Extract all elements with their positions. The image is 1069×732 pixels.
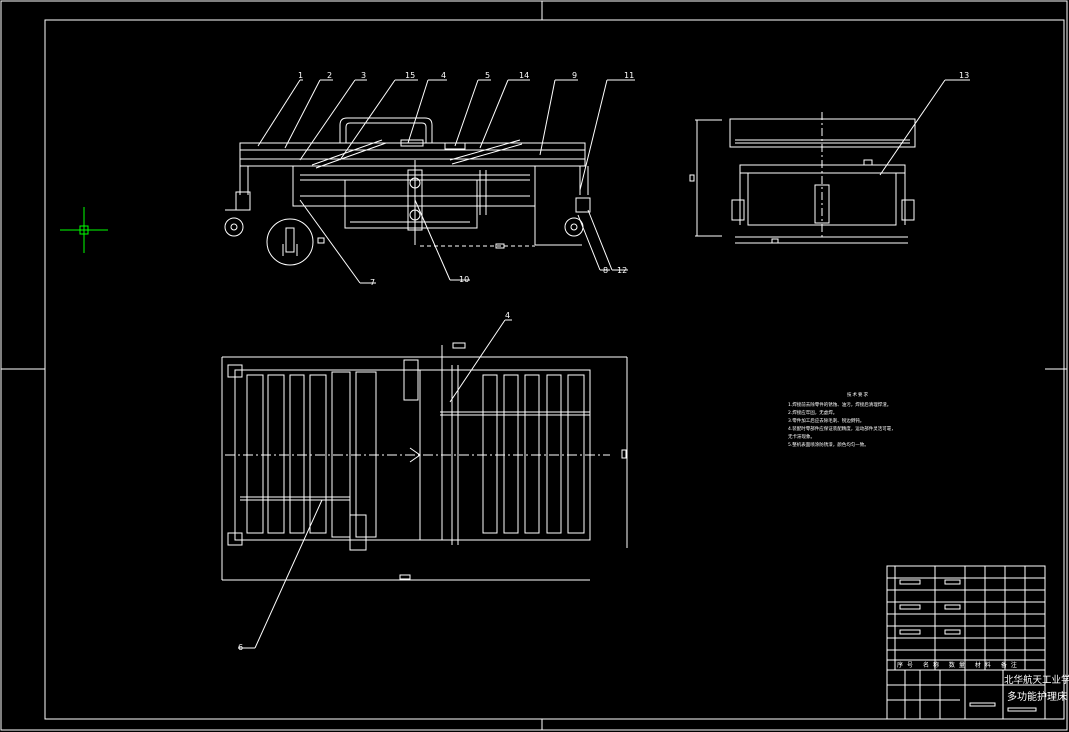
- drawing-title: 多功能护理床: [1007, 692, 1067, 703]
- callout-4: 4: [441, 71, 446, 80]
- callout-5: 5: [485, 71, 490, 80]
- title-block: [886, 565, 1046, 720]
- technical-note-line: 3.零件加工后应去除毛刺、锐边倒钝。: [788, 419, 865, 424]
- side-view: [224, 117, 591, 266]
- callout-2: 2: [327, 71, 332, 80]
- technical-notes-heading: 技术要求: [847, 393, 869, 398]
- technical-note-line: 2.焊接应牢固，无虚焊。: [788, 411, 838, 416]
- crosshair-icon: [60, 207, 108, 253]
- callout-13: 13: [959, 71, 969, 80]
- side-view-leaders: [257, 79, 635, 284]
- callout-11: 11: [624, 71, 634, 80]
- callout-12: 12: [617, 266, 627, 275]
- title-block-header: 序号 名称 数量 材料 备注: [897, 662, 1021, 669]
- caster-left: [224, 217, 244, 237]
- callout-1: 1: [298, 71, 303, 80]
- callout-8: 8: [603, 266, 608, 275]
- plan-view: [221, 319, 628, 649]
- technical-note-line: 4.装配时零部件应保证装配精度，运动部件灵活可靠，: [788, 427, 896, 432]
- callout-7: 7: [370, 278, 375, 287]
- callout-plan-4: 4: [505, 311, 510, 320]
- school-name: 北华航天工业学: [1004, 675, 1069, 686]
- callout-6: 6: [238, 643, 243, 652]
- callout-15: 15: [405, 71, 415, 80]
- detail-circle: [266, 218, 314, 266]
- callout-3: 3: [361, 71, 366, 80]
- callout-14: 14: [519, 71, 529, 80]
- technical-note-line: 1.焊接前去除零件的锈蚀、油污，焊接后清理焊渣。: [788, 403, 892, 408]
- technical-note-line: 无卡滞现象。: [788, 435, 815, 440]
- technical-notes: 技术要求 1.焊接前去除零件的锈蚀、油污，焊接后清理焊渣。 2.焊接应牢固，无虚…: [788, 392, 928, 450]
- callout-9: 9: [572, 71, 577, 80]
- technical-note-line: 5.整机表面喷涂防锈漆，颜色均匀一致。: [788, 443, 869, 448]
- callout-10: 10: [459, 275, 469, 284]
- callout-labels: 1 2 3 15 4 5 14 9 11 7 10 8 12 13 4 6: [238, 71, 969, 652]
- end-view: [689, 79, 970, 244]
